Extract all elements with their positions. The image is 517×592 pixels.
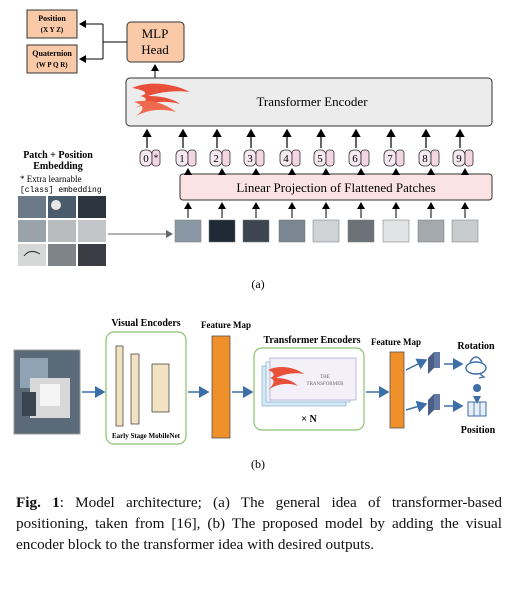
rotation-icon (465, 356, 487, 379)
input-photo (13, 349, 81, 435)
visual-encoders-label: Visual Encoders (111, 318, 180, 329)
patch-embedding-token (325, 149, 335, 167)
mlp-head-label-2: Head (141, 42, 169, 57)
figure-caption: Fig. 1: Model architecture; (a) The gene… (16, 492, 502, 555)
patch-embedding-label-1: Patch + Position (23, 150, 93, 161)
patch-embedding-label-2: Embedding (33, 161, 82, 172)
position-output-box (26, 9, 78, 39)
flame-icon (132, 83, 190, 116)
visual-encoders-box (105, 331, 187, 445)
linear-projection-label: Linear Projection of Flattened Patches (236, 180, 435, 195)
map-pin-icon (467, 384, 487, 417)
image-patch (417, 219, 445, 243)
token-row: 0 * 1 2 3 4 5 6 7 8 9 (139, 128, 474, 175)
position-token-label: 1 (179, 153, 185, 165)
mobilenet-blocks (115, 345, 170, 427)
quaternion-output-sub: (W P Q R) (36, 61, 68, 69)
early-stage-mobilenet-label: Early Stage MobileNet (112, 432, 181, 440)
caption-text: : Model architecture; (a) The general id… (16, 494, 503, 553)
transformer-encoder-box (125, 77, 493, 127)
image-patch (208, 219, 236, 243)
position-token-label: 9 (456, 153, 462, 165)
position-token-label: 5 (317, 153, 323, 165)
position-token-label: 7 (387, 153, 393, 165)
image-patch (451, 219, 479, 243)
image-patch (347, 219, 375, 243)
image-patch (382, 219, 410, 243)
quaternion-output-label: Quaternion (32, 49, 72, 58)
feature-map-1-label: Feature Map (201, 320, 251, 330)
rotation-head-layer (428, 352, 440, 374)
position-token-label: 8 (422, 153, 428, 165)
position-head-layer (428, 394, 440, 416)
input-image-grid (18, 196, 106, 266)
position-output-label: Position (38, 14, 66, 23)
mlp-head-label-1: MLP (142, 26, 169, 41)
split-arrows (405, 358, 464, 413)
linear-projection-box (179, 173, 493, 201)
panel-a: Position (X Y Z) Quaternion (W P Q R) ML… (18, 9, 493, 291)
patch-embedding-token (221, 149, 231, 167)
times-n-label: × N (301, 414, 317, 425)
class-token-star: * (154, 153, 159, 163)
patch-embedding-token (291, 149, 301, 167)
panel-b-label: (b) (251, 457, 265, 471)
position-token-label: 0 (143, 153, 149, 165)
patch-embedding-token (464, 149, 474, 167)
position-token-label: 6 (352, 153, 358, 165)
figure-number: Fig. 1 (16, 494, 60, 511)
patch-image-row (174, 202, 479, 243)
image-patch (278, 219, 306, 243)
patch-embedding-token (430, 149, 440, 167)
panel-b: Visual Encoders Early Stage MobileNet Fe… (13, 318, 496, 471)
feature-map-1 (211, 335, 231, 439)
panel-a-label: (a) (251, 277, 264, 291)
flame-icon-small (268, 367, 304, 390)
image-patch (242, 219, 270, 243)
position-token-label: 3 (247, 153, 253, 165)
patch-embedding-token (360, 149, 370, 167)
mlp-output-connectors (79, 20, 159, 78)
class-embedding-note: [class] embedding (20, 186, 102, 195)
extra-learnable-note: * Extra learnable (20, 174, 81, 184)
patch-embedding-token (395, 149, 405, 167)
feature-map-2 (389, 351, 405, 429)
image-patch (312, 219, 340, 243)
position-token-label: 4 (283, 153, 289, 165)
position-output-sub: (X Y Z) (41, 26, 64, 34)
feature-map-2-label: Feature Map (371, 337, 421, 347)
position-label: Position (461, 425, 496, 436)
quaternion-output-box (26, 44, 78, 74)
transformer-encoders-label: Transformer Encoders (263, 335, 360, 346)
patch-embedding-token (255, 149, 265, 167)
patch-embedding-token (151, 149, 161, 167)
rotation-label: Rotation (457, 341, 495, 352)
patch-embedding-token (187, 149, 197, 167)
image-patch (174, 219, 202, 243)
position-token-label: 2 (213, 153, 219, 165)
transformer-encoder-label: Transformer Encoder (256, 94, 368, 109)
